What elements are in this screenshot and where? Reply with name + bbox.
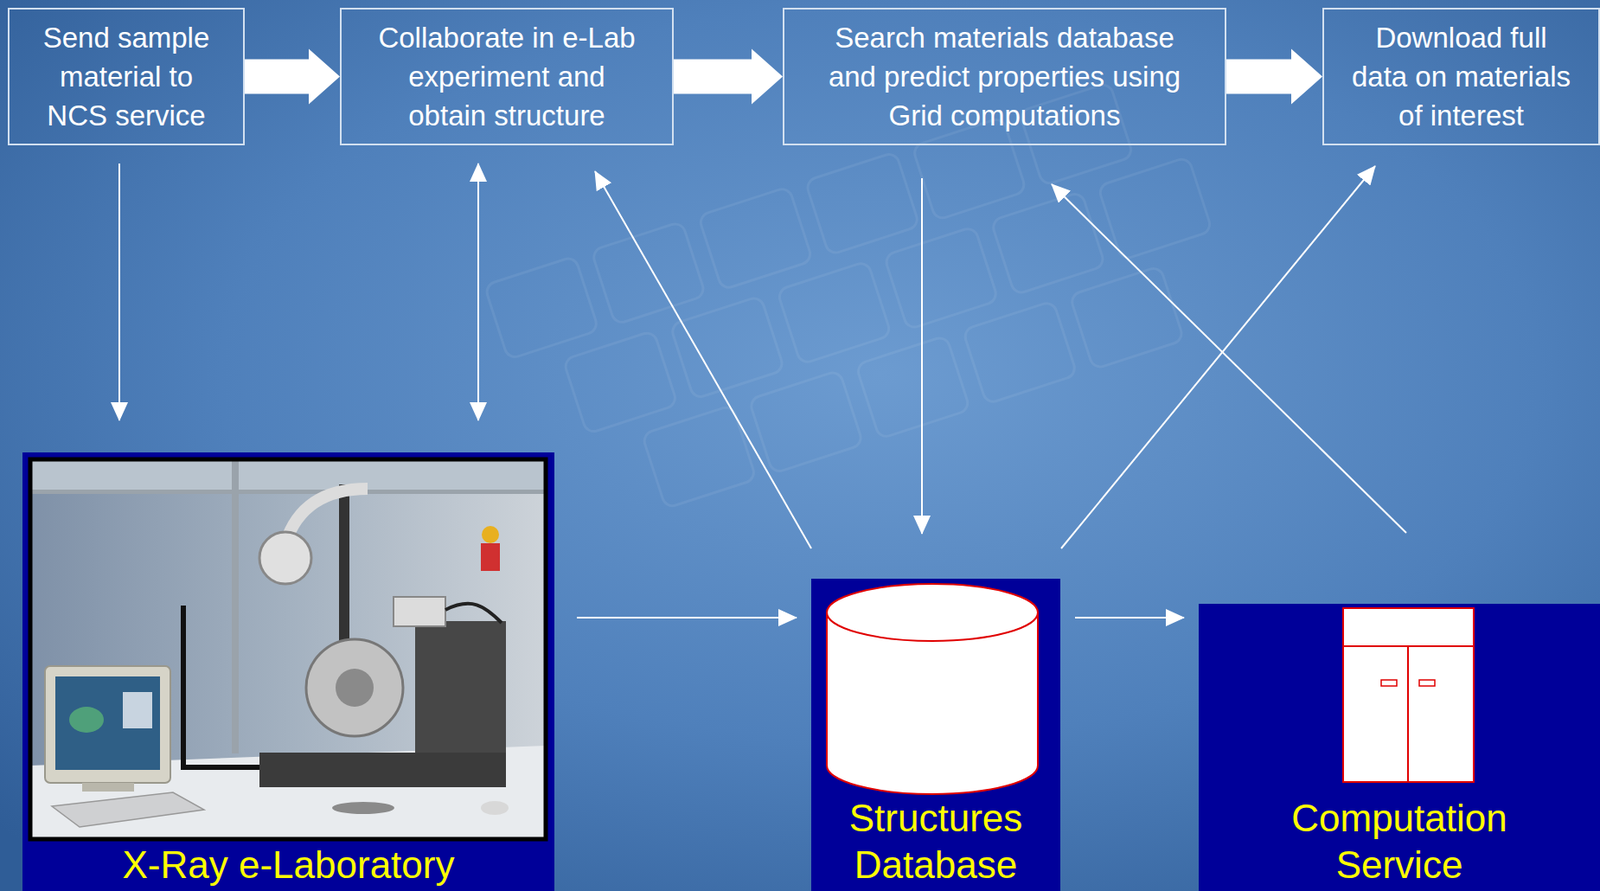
database-panel: Structures Database bbox=[811, 578, 1061, 891]
server-cabinet-symbol-part bbox=[1343, 608, 1474, 782]
lab-photo-part bbox=[44, 665, 171, 783]
keyboard-watermark-part bbox=[697, 186, 813, 291]
lab-photo-part bbox=[332, 801, 395, 814]
lab-photo-part bbox=[30, 459, 546, 839]
block-arrow bbox=[673, 49, 783, 105]
lab-photo-part bbox=[51, 792, 205, 827]
panel-label: X-Ray e-Laboratory bbox=[122, 841, 455, 889]
step-text: Search materials database and predict pr… bbox=[819, 18, 1191, 135]
keyboard-watermark-part bbox=[883, 226, 999, 331]
lab-photo-part bbox=[30, 489, 546, 494]
panel-fill bbox=[22, 452, 555, 891]
service-panel: Computation Service bbox=[1198, 603, 1600, 891]
keyboard-watermark-part bbox=[670, 295, 785, 400]
step-text: Send sample material to NCS service bbox=[28, 18, 224, 135]
flow-arrow bbox=[1075, 616, 1184, 619]
keyboard-watermark-part bbox=[776, 261, 891, 365]
server-cabinet-symbol-part bbox=[1407, 646, 1409, 782]
keyboard-watermark-part bbox=[748, 370, 864, 474]
block-arrow bbox=[244, 49, 340, 105]
keyboard-watermark-part bbox=[1097, 156, 1212, 261]
lab-photo-part bbox=[445, 603, 502, 623]
database-symbol bbox=[826, 583, 1038, 794]
keyboard-watermark-part bbox=[805, 151, 920, 256]
server-cabinet-symbol-part bbox=[1419, 679, 1435, 686]
lab-photo-part bbox=[306, 639, 404, 736]
keyboard-watermark-part bbox=[484, 256, 599, 360]
lab-photo-part bbox=[335, 668, 374, 707]
panel-label: Computation Service bbox=[1269, 794, 1530, 889]
step-text: Collaborate in e-Lab experiment and obta… bbox=[372, 18, 641, 135]
photo-frame bbox=[30, 459, 546, 839]
lab-photo-part bbox=[259, 531, 312, 584]
flow-arrow bbox=[595, 171, 812, 549]
flow-arrow bbox=[477, 163, 480, 421]
keyboard-watermark-part bbox=[641, 404, 756, 509]
server-cabinet-symbol bbox=[1343, 608, 1474, 782]
flow-arrow bbox=[1051, 184, 1407, 533]
process-box: Search materials database and predict pr… bbox=[782, 7, 1227, 146]
lab-photo-part bbox=[82, 782, 135, 792]
lab-photo-part bbox=[259, 752, 506, 788]
flow-arrow bbox=[921, 178, 923, 534]
step-text: Download full data on materials of inter… bbox=[1348, 18, 1575, 135]
lab-photo-part bbox=[480, 543, 500, 571]
keyboard-watermark-part bbox=[912, 116, 1027, 221]
lab-photo-part bbox=[55, 676, 160, 770]
flow-arrow bbox=[1061, 166, 1376, 549]
keyboard-watermark-part bbox=[962, 300, 1077, 405]
lab-photo-part bbox=[231, 459, 239, 754]
keyboard-watermark-part bbox=[855, 335, 970, 440]
lab-photo-part bbox=[415, 620, 506, 753]
panel-fill bbox=[811, 578, 1061, 891]
lab-photo bbox=[30, 459, 546, 839]
lab-panel: X-Ray e-Laboratory bbox=[22, 452, 555, 891]
keyboard-watermark bbox=[484, 66, 1242, 541]
flow-arrow bbox=[576, 616, 797, 619]
lab-photo-part bbox=[183, 605, 322, 768]
process-box: Send sample material to NCS service bbox=[7, 7, 245, 146]
keyboard-watermark-part bbox=[1069, 265, 1184, 370]
block-arrow bbox=[1226, 49, 1323, 105]
lab-photo-part bbox=[69, 706, 104, 733]
lab-photo-part bbox=[122, 691, 153, 729]
lab-photo-part bbox=[480, 800, 509, 815]
keyboard-watermark-part bbox=[991, 191, 1106, 295]
database-symbol-part bbox=[826, 583, 1038, 641]
keyboard-watermark-part bbox=[591, 221, 706, 326]
process-box: Download full data on materials of inter… bbox=[1322, 7, 1600, 146]
server-cabinet-symbol-part bbox=[1381, 679, 1397, 686]
keyboard-watermark-part bbox=[1018, 82, 1133, 186]
lab-photo-part bbox=[30, 459, 546, 493]
flow-arrow bbox=[118, 163, 121, 421]
lab-photo-part bbox=[393, 596, 446, 627]
process-box: Collaborate in e-Lab experiment and obta… bbox=[339, 7, 674, 146]
panel-fill bbox=[1198, 603, 1600, 891]
keyboard-watermark-part bbox=[563, 330, 678, 435]
panel-label: Structures Database bbox=[823, 794, 1049, 889]
lab-photo-part bbox=[481, 525, 500, 544]
